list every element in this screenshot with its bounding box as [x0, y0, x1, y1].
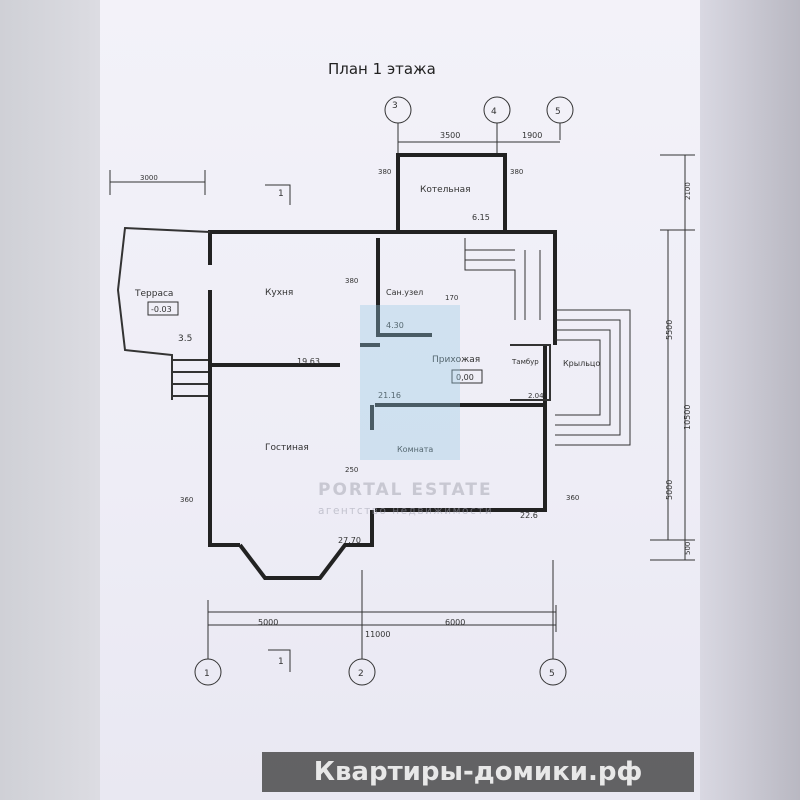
dim-6000: 6000 [445, 618, 465, 627]
room-porch: Крыльцо [563, 359, 600, 368]
plan-title: План 1 этажа [328, 60, 436, 78]
room-kitchen: Кухня [265, 288, 293, 298]
axis-bubble-3 [384, 96, 412, 124]
axis-label-5-bottom: 5 [549, 669, 555, 679]
dim-wall: 360 [180, 496, 193, 504]
room-living: Гостиная [265, 443, 309, 453]
area-terrace: 3.5 [178, 334, 192, 344]
site-banner: Квартиры-домики.рф [262, 752, 694, 792]
room-terrace: Терраса [134, 289, 173, 299]
staircase [464, 238, 541, 320]
terrace-steps [172, 359, 208, 397]
dim-terrace: 3000 [140, 174, 158, 182]
room-vestibule: Тамбур [511, 358, 539, 366]
axis-label-4: 4 [491, 107, 497, 117]
watermark-tagline: агентство недвижимости [318, 505, 494, 517]
dim-2100: 2100 [684, 182, 692, 200]
axis-label-3: 3 [392, 101, 398, 111]
area-bedroom: 22.6 [520, 511, 538, 520]
room-boiler: Котельная [420, 185, 471, 195]
dim-10500: 10500 [683, 405, 692, 430]
level-hallway: 0,00 [456, 373, 474, 382]
terrace-outline [116, 226, 211, 400]
dim-wall: 360 [566, 494, 579, 502]
dim-wall: 380 [378, 168, 391, 176]
dim-5000-right: 5000 [665, 480, 674, 500]
axis-bubble-4 [483, 96, 511, 124]
dim-wall: 170 [445, 294, 458, 302]
section-mark [265, 184, 291, 672]
porch-steps [555, 309, 631, 446]
area-hallway: 21.16 [378, 391, 401, 400]
dim-wall: 380 [345, 277, 358, 285]
dim-wall: 250 [345, 466, 358, 474]
section-label: 1 [278, 189, 284, 199]
watermark-logo [360, 305, 460, 460]
axis-label-1: 1 [204, 669, 210, 679]
room-hallway: Прихожая [432, 355, 480, 365]
area-kitchen: 19.63 [297, 357, 320, 366]
section-label-bottom: 1 [278, 657, 284, 667]
dim-3500: 3500 [440, 131, 460, 140]
dimension-lines [109, 141, 695, 632]
dim-5500: 5500 [665, 320, 674, 340]
axis-label-5: 5 [555, 107, 561, 117]
level-terrace: -0.03 [151, 305, 172, 314]
axis-label-2: 2 [358, 669, 364, 679]
dim-500: 500 [684, 542, 692, 555]
walls [208, 153, 557, 580]
dim-1900: 1900 [522, 131, 542, 140]
watermark-brand: PORTAL ESTATE [318, 480, 493, 500]
dim-wall: 380 [510, 168, 523, 176]
room-bathroom: Сан.узел [386, 288, 423, 297]
area-vestibule: 2.04 [528, 392, 544, 400]
area-boiler: 6.15 [472, 213, 490, 222]
room-bedroom: Комната [397, 445, 433, 454]
vestibule [510, 344, 551, 401]
dim-5000: 5000 [258, 618, 278, 627]
dim-11000: 11000 [365, 630, 390, 639]
area-living: 27.70 [338, 536, 361, 545]
area-bathroom: 4.30 [386, 321, 404, 330]
